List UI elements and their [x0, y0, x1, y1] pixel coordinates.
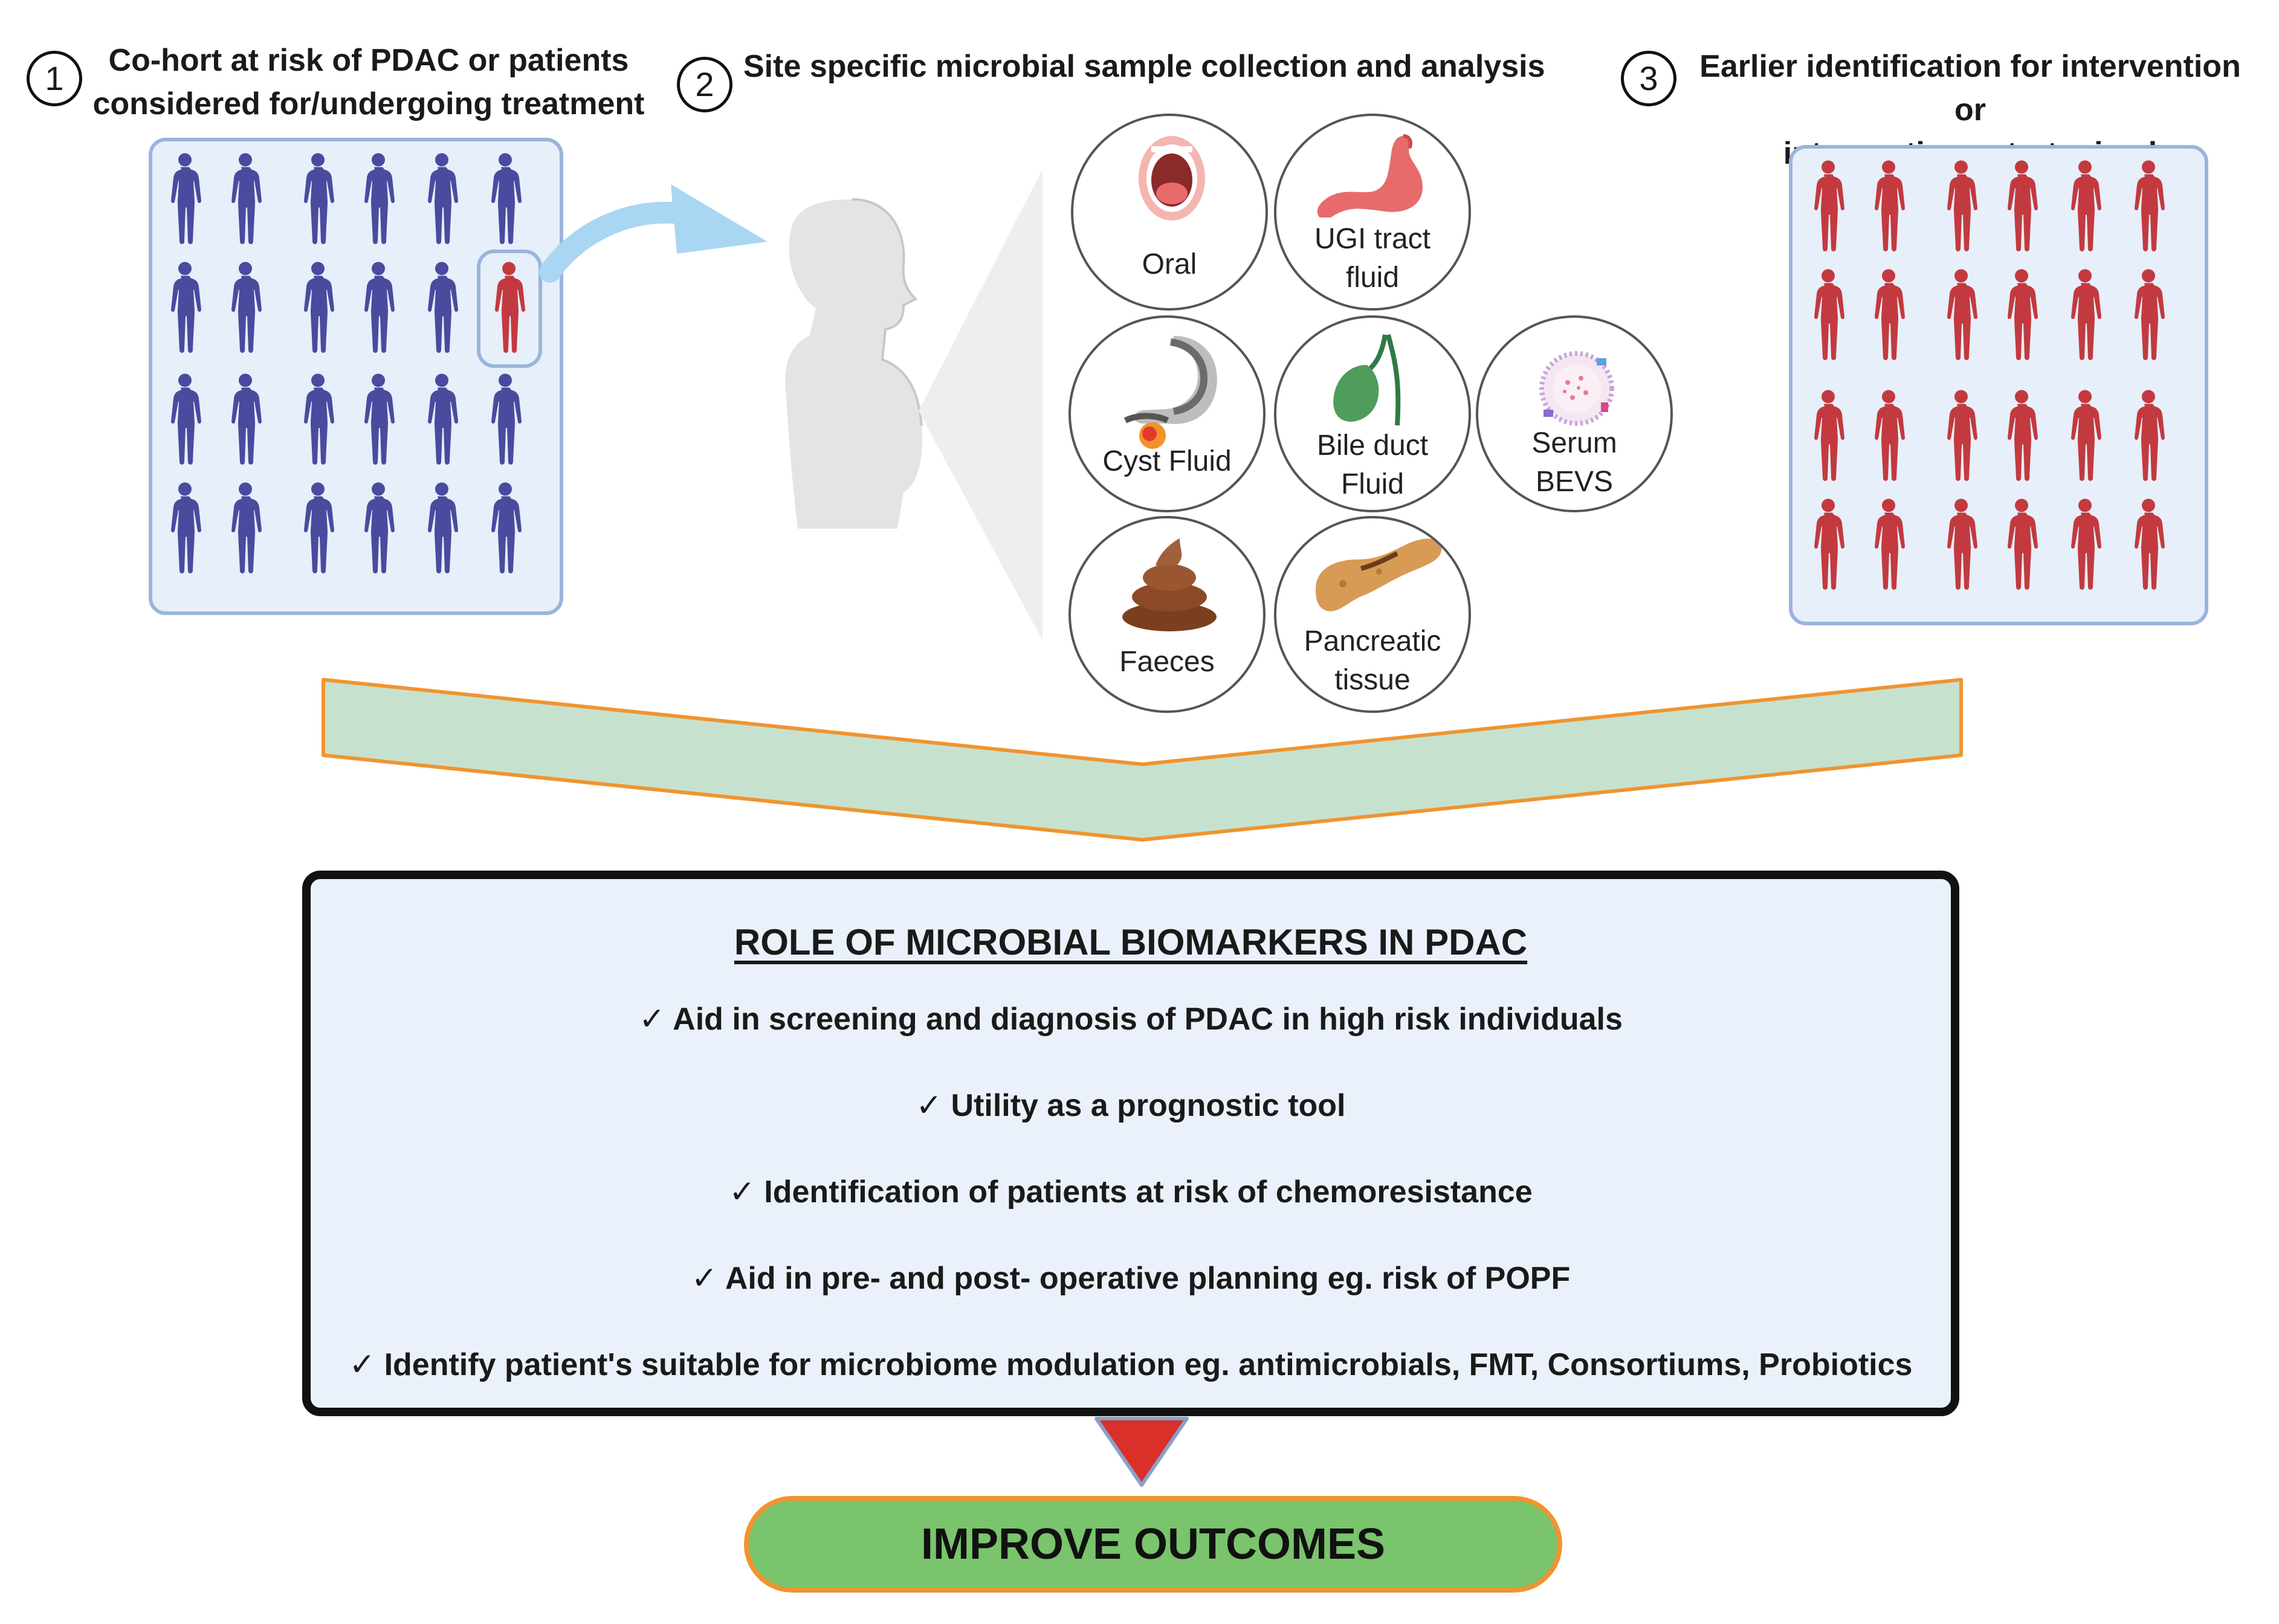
pancreas-label-line1: Pancreatic: [1304, 625, 1441, 657]
step-2-title: Site specific microbial sample collectio…: [743, 49, 1545, 84]
role-of-biomarkers-box: ROLE OF MICROBIAL BIOMARKERS IN PDAC ✓ A…: [302, 871, 1959, 1416]
faeces-sample-circle: Faeces: [1068, 516, 1266, 713]
oral-label: Oral: [1142, 248, 1197, 280]
serum-label-line1: Serum: [1531, 427, 1617, 459]
pancreas-sample-circle: Pancreatic tissue: [1274, 516, 1471, 713]
role-bullet-3: ✓ Identification of patients at risk of …: [729, 1174, 1533, 1210]
serum-label-line2: BEVS: [1535, 466, 1614, 498]
ugi-sample-circle: UGI tract fluid: [1274, 114, 1471, 311]
gallbladder-icon: [1333, 334, 1401, 426]
vesicle-icon: [1539, 351, 1614, 426]
down-triangle-arrow: [1094, 1417, 1189, 1487]
stomach-icon: [1317, 134, 1423, 218]
role-bullet-2: ✓ Utility as a prognostic tool: [916, 1088, 1346, 1123]
role-bullet-5: ✓ Identify patient's suitable for microb…: [349, 1347, 1913, 1382]
improve-outcomes-banner: IMPROVE OUTCOMES: [744, 1496, 1562, 1593]
role-bullet-1: ✓ Aid in screening and diagnosis of PDAC…: [639, 1002, 1623, 1037]
pancreas-icon: [1316, 538, 1442, 611]
cohort-grid: [171, 153, 522, 573]
pancreas-label: Pancreatic tissue: [1276, 622, 1469, 700]
cyst-label: Cyst Fluid: [1102, 445, 1232, 477]
mouth-icon: [1139, 136, 1205, 221]
funnel-arrow: [322, 678, 1963, 842]
cohort-panel: [149, 138, 563, 615]
step-3-number: 3: [1621, 51, 1676, 106]
ugi-label-line1: UGI tract: [1314, 223, 1431, 255]
bile-label-line2: Fluid: [1340, 468, 1405, 500]
ugi-label-line2: fluid: [1345, 262, 1400, 294]
intervention-figures: [1814, 160, 2165, 590]
step-2-number: 2: [677, 57, 732, 112]
patient-silhouette: [785, 198, 923, 529]
step-3-title-line1: Earlier identification for intervention …: [1699, 49, 2241, 127]
bile-label: Bile duct Fluid: [1276, 427, 1469, 504]
cyst-icon: [1123, 336, 1217, 449]
role-bullet-4: ✓ Aid in pre- and post- operative planni…: [691, 1261, 1571, 1296]
sample-projection-cone: [919, 169, 1043, 640]
role-title: ROLE OF MICROBIAL BIOMARKERS IN PDAC: [734, 922, 1528, 962]
cohort-figures: [171, 153, 542, 573]
pancreas-label-line2: tissue: [1334, 664, 1411, 696]
intervention-grid: [1814, 160, 2165, 590]
step-1-title-line1: Co-hort at risk of PDAC or patients: [108, 43, 629, 78]
serum-label: Serum BEVS: [1478, 424, 1670, 501]
faeces-label: Faeces: [1119, 646, 1215, 678]
selected-patient-figure: [495, 262, 525, 353]
step-1-title-line2: considered for/undergoing treatment: [92, 86, 645, 121]
ugi-label: UGI tract fluid: [1276, 220, 1469, 297]
oral-sample-circle: Oral: [1071, 114, 1268, 311]
selection-arrow: [539, 184, 768, 283]
selected-patient-highlight: [477, 250, 542, 368]
step-1-number: 1: [27, 51, 82, 106]
bile-label-line1: Bile duct: [1316, 430, 1429, 462]
serum-sample-circle: Serum BEVS: [1476, 315, 1673, 512]
step-1-title: Co-hort at risk of PDAC or patients cons…: [91, 39, 647, 126]
faeces-icon: [1122, 538, 1217, 631]
bile-sample-circle: Bile duct Fluid: [1274, 315, 1471, 512]
cyst-sample-circle: Cyst Fluid: [1068, 315, 1266, 512]
